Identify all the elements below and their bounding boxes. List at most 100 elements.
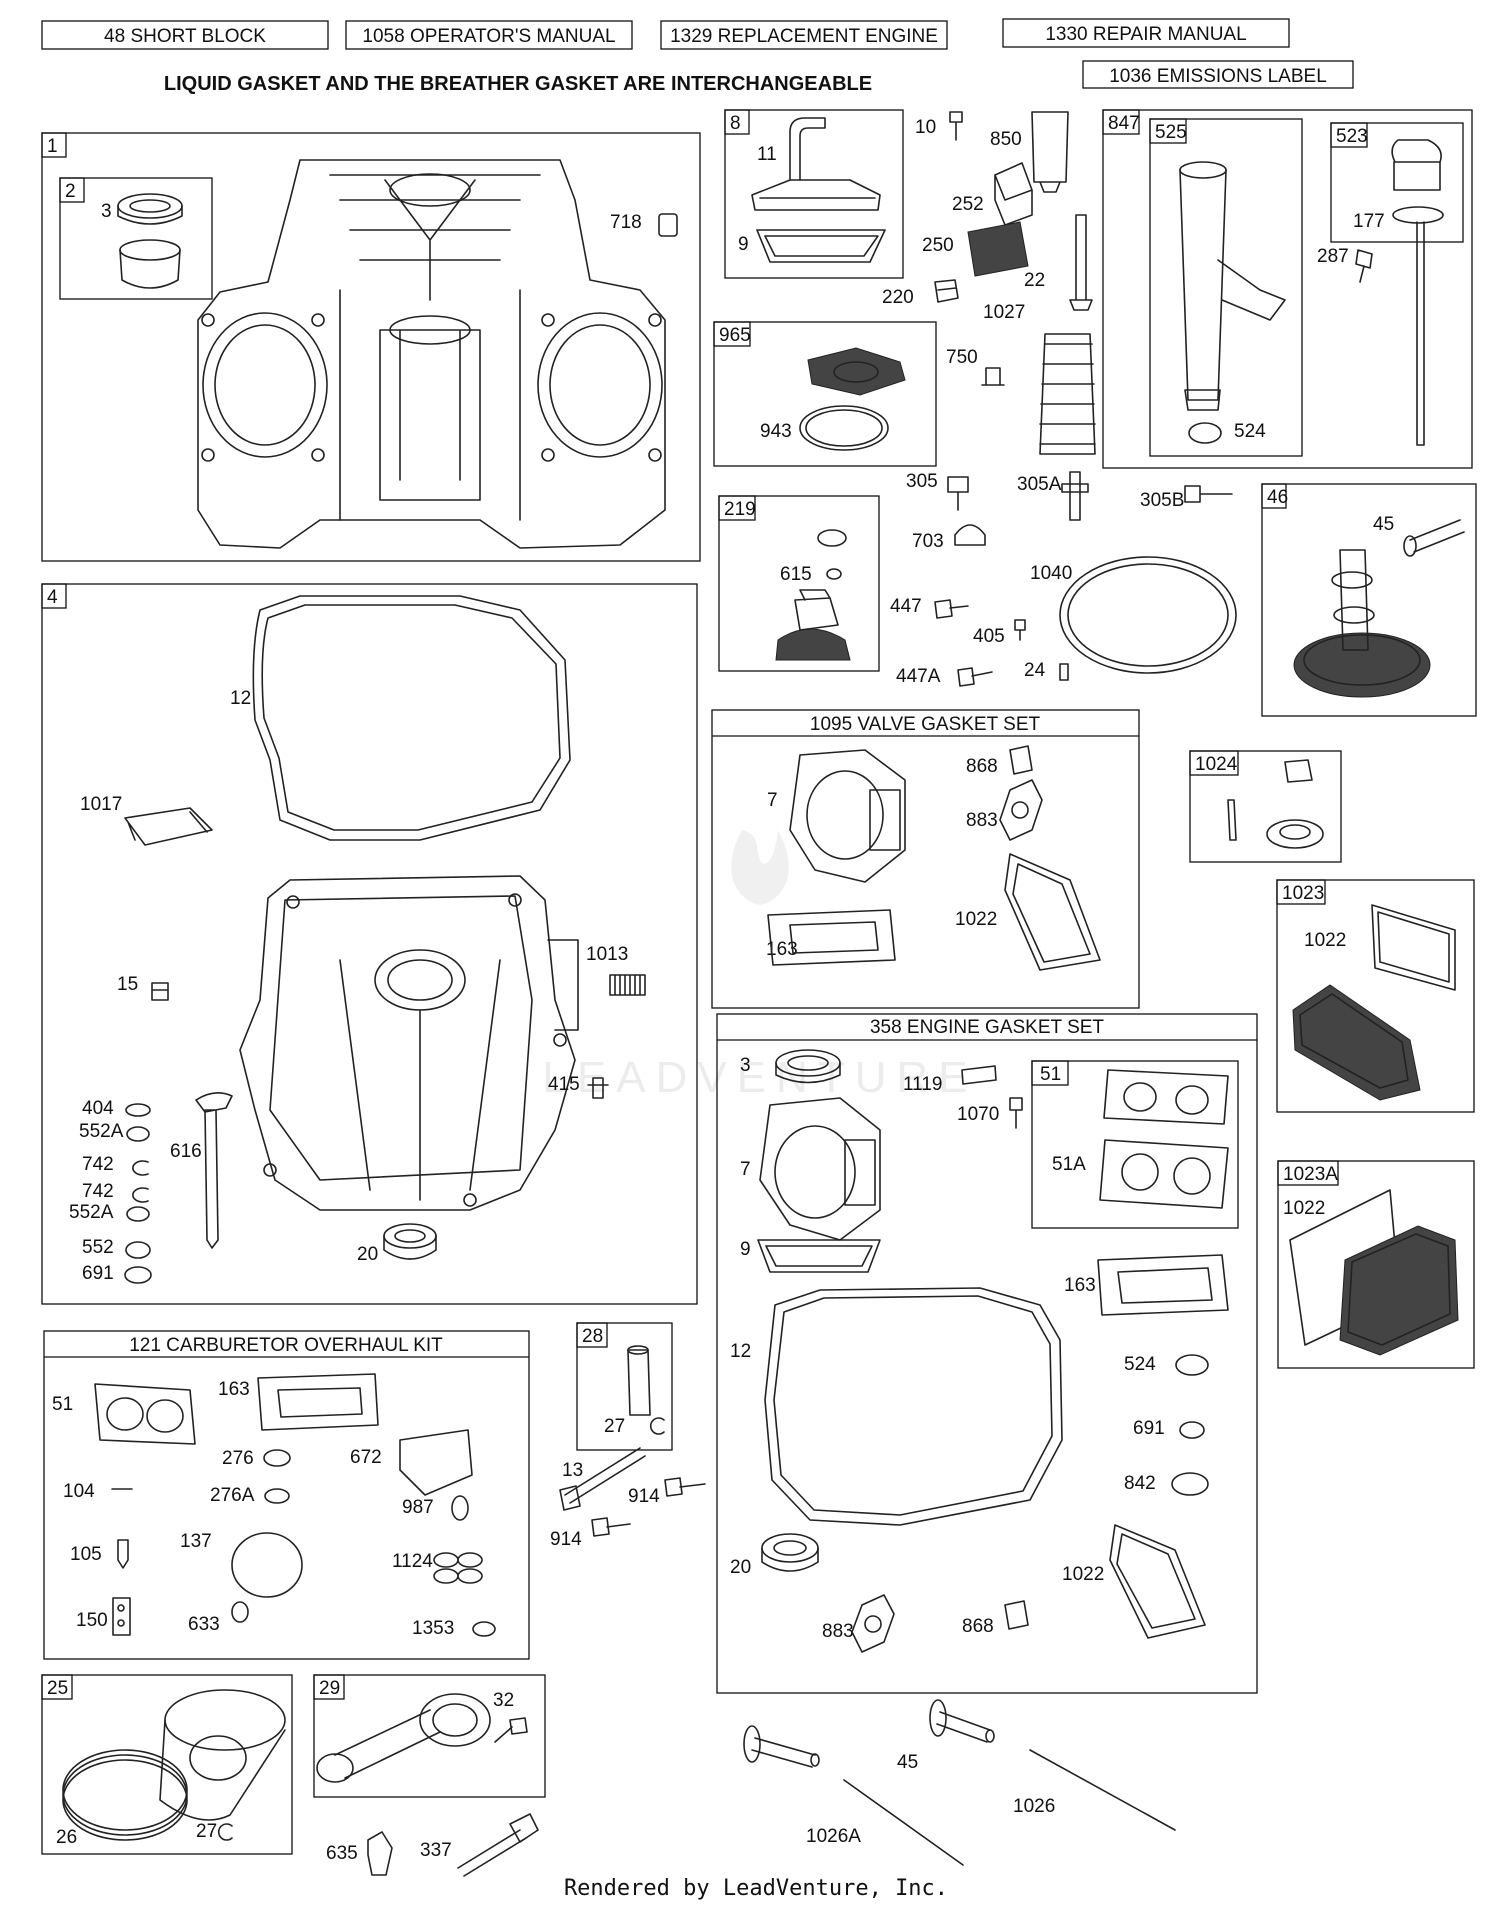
dipstick[interactable]: [1416, 221, 1425, 446]
callout-447[interactable]: 447: [890, 596, 922, 617]
seal[interactable]: [433, 1552, 459, 1568]
callout-7[interactable]: 7: [740, 1159, 751, 1180]
retaining-ring[interactable]: [826, 568, 842, 580]
governor-gear[interactable]: [775, 628, 851, 661]
callout-987[interactable]: 987: [402, 1497, 434, 1518]
callout-868[interactable]: 868: [966, 756, 998, 777]
callout-1022[interactable]: 1022: [1062, 1564, 1104, 1585]
stud[interactable]: [1061, 471, 1089, 521]
washer[interactable]: [264, 1488, 290, 1504]
callout-1119[interactable]: 1119: [903, 1074, 942, 1095]
oil-seal[interactable]: [383, 1223, 437, 1249]
callout-691[interactable]: 691: [82, 1263, 114, 1284]
callout-1022[interactable]: 1022: [1283, 1198, 1325, 1219]
valve-cover[interactable]: [1292, 984, 1421, 1101]
piston-rings[interactable]: [62, 1749, 188, 1831]
callout-615[interactable]: 615: [780, 564, 812, 585]
o-ring[interactable]: [1179, 1421, 1205, 1439]
washer[interactable]: [263, 1449, 291, 1467]
pin[interactable]: [1059, 663, 1069, 681]
spring[interactable]: [609, 974, 646, 996]
intake-gasket[interactable]: [1103, 1069, 1229, 1125]
callout-914[interactable]: 914: [628, 1486, 660, 1507]
callout-337[interactable]: 337: [420, 1840, 452, 1861]
intake-gasket[interactable]: [1097, 1254, 1229, 1316]
callout-943[interactable]: 943: [760, 421, 792, 442]
crankcase-gasket[interactable]: [764, 1287, 1063, 1526]
callout-718[interactable]: 718: [610, 212, 642, 233]
governor-shaft[interactable]: [195, 1092, 233, 1249]
header-link-replacement-engine[interactable]: 1329 REPLACEMENT ENGINE: [660, 20, 948, 50]
callout-250[interactable]: 250: [922, 235, 954, 256]
callout-22[interactable]: 22: [1024, 270, 1045, 291]
header-link-repair-manual[interactable]: 1330 REPAIR MANUAL: [1002, 18, 1290, 48]
callout-672[interactable]: 672: [350, 1447, 382, 1468]
callout-51a[interactable]: 51A: [1052, 1154, 1086, 1175]
callout-883[interactable]: 883: [966, 810, 998, 831]
callout-3[interactable]: 3: [101, 201, 112, 222]
callout-45[interactable]: 45: [897, 1752, 918, 1773]
callout-1040[interactable]: 1040: [1030, 563, 1072, 584]
bolt[interactable]: [947, 476, 969, 511]
callout-7[interactable]: 7: [767, 790, 778, 811]
callout-1026[interactable]: 1026: [1013, 1796, 1055, 1817]
breather-gasket[interactable]: [124, 807, 213, 846]
sleeve[interactable]: [627, 1349, 651, 1416]
needle-valve[interactable]: [117, 1539, 129, 1569]
bushing[interactable]: [1004, 1600, 1029, 1630]
bolt[interactable]: [1069, 214, 1093, 311]
svg-text:1036 EMISSIONS LABEL[interactable]: 1036 EMISSIONS LABEL: [1109, 66, 1327, 87]
svg-text:48 SHORT BLOCK[interactable]: 48 SHORT BLOCK: [104, 26, 266, 47]
elbow-fitting[interactable]: [367, 1831, 393, 1876]
seal-ring[interactable]: [1059, 556, 1237, 674]
head-gasket[interactable]: [759, 1097, 881, 1241]
o-ring[interactable]: [1171, 1472, 1209, 1496]
bushing[interactable]: [1009, 745, 1033, 775]
callout-1017[interactable]: 1017: [80, 794, 122, 815]
callout-20[interactable]: 20: [730, 1557, 751, 1578]
valve-cover-gasket[interactable]: [1371, 904, 1456, 991]
cam-gear[interactable]: [1293, 632, 1431, 698]
crankcase-cover[interactable]: [239, 875, 579, 1211]
exhaust-gasket[interactable]: [851, 1594, 895, 1653]
breather-tube[interactable]: [789, 117, 826, 181]
callout-150[interactable]: 150: [76, 1610, 108, 1631]
callout-27[interactable]: 27: [604, 1416, 625, 1437]
clip[interactable]: [954, 524, 986, 546]
callout-883[interactable]: 883: [822, 1621, 854, 1642]
shield[interactable]: [399, 1429, 473, 1496]
header-link-emissions-label[interactable]: 1036 EMISSIONS LABEL: [1082, 60, 1354, 89]
screw[interactable]: [934, 599, 969, 619]
header-link-operators-manual[interactable]: 1058 OPERATOR'S MANUAL: [345, 20, 633, 50]
piston[interactable]: [164, 1689, 286, 1751]
o-ring[interactable]: [472, 1621, 496, 1637]
clip[interactable]: [112, 1597, 131, 1636]
callout-703[interactable]: 703: [912, 531, 944, 552]
callout-1026a[interactable]: 1026A: [806, 1826, 861, 1847]
bowl-gasket[interactable]: [231, 1532, 303, 1598]
callout-914[interactable]: 914: [550, 1529, 582, 1550]
callout-305b[interactable]: 305B: [1140, 490, 1184, 511]
callout-27[interactable]: 27: [196, 1821, 217, 1842]
spark-plug[interactable]: [457, 1829, 527, 1877]
o-ring[interactable]: [799, 405, 889, 451]
callout-3[interactable]: 3: [740, 1055, 751, 1076]
callout-750[interactable]: 750: [946, 347, 978, 368]
svg-text:1330 REPAIR MANUAL[interactable]: 1330 REPAIR MANUAL: [1045, 24, 1246, 45]
callout-104[interactable]: 104: [63, 1481, 95, 1502]
callout-1013[interactable]: 1013: [586, 944, 628, 965]
callout-252[interactable]: 252: [952, 194, 984, 215]
callout-552a[interactable]: 552A: [69, 1202, 114, 1223]
washer[interactable]: [817, 529, 847, 547]
reed-valve[interactable]: [934, 279, 959, 303]
fitting[interactable]: [587, 1077, 609, 1099]
callout-305a[interactable]: 305A: [1017, 474, 1062, 495]
callout-12[interactable]: 12: [730, 1341, 751, 1362]
callout-15[interactable]: 15: [117, 974, 138, 995]
retaining-ring[interactable]: [649, 1417, 665, 1435]
callout-1353[interactable]: 1353: [412, 1618, 454, 1639]
pushrod[interactable]: [1029, 1749, 1176, 1831]
oil-filter-adapter[interactable]: [807, 347, 906, 396]
callout-552[interactable]: 552: [82, 1237, 114, 1258]
callout-45[interactable]: 45: [1373, 514, 1394, 535]
